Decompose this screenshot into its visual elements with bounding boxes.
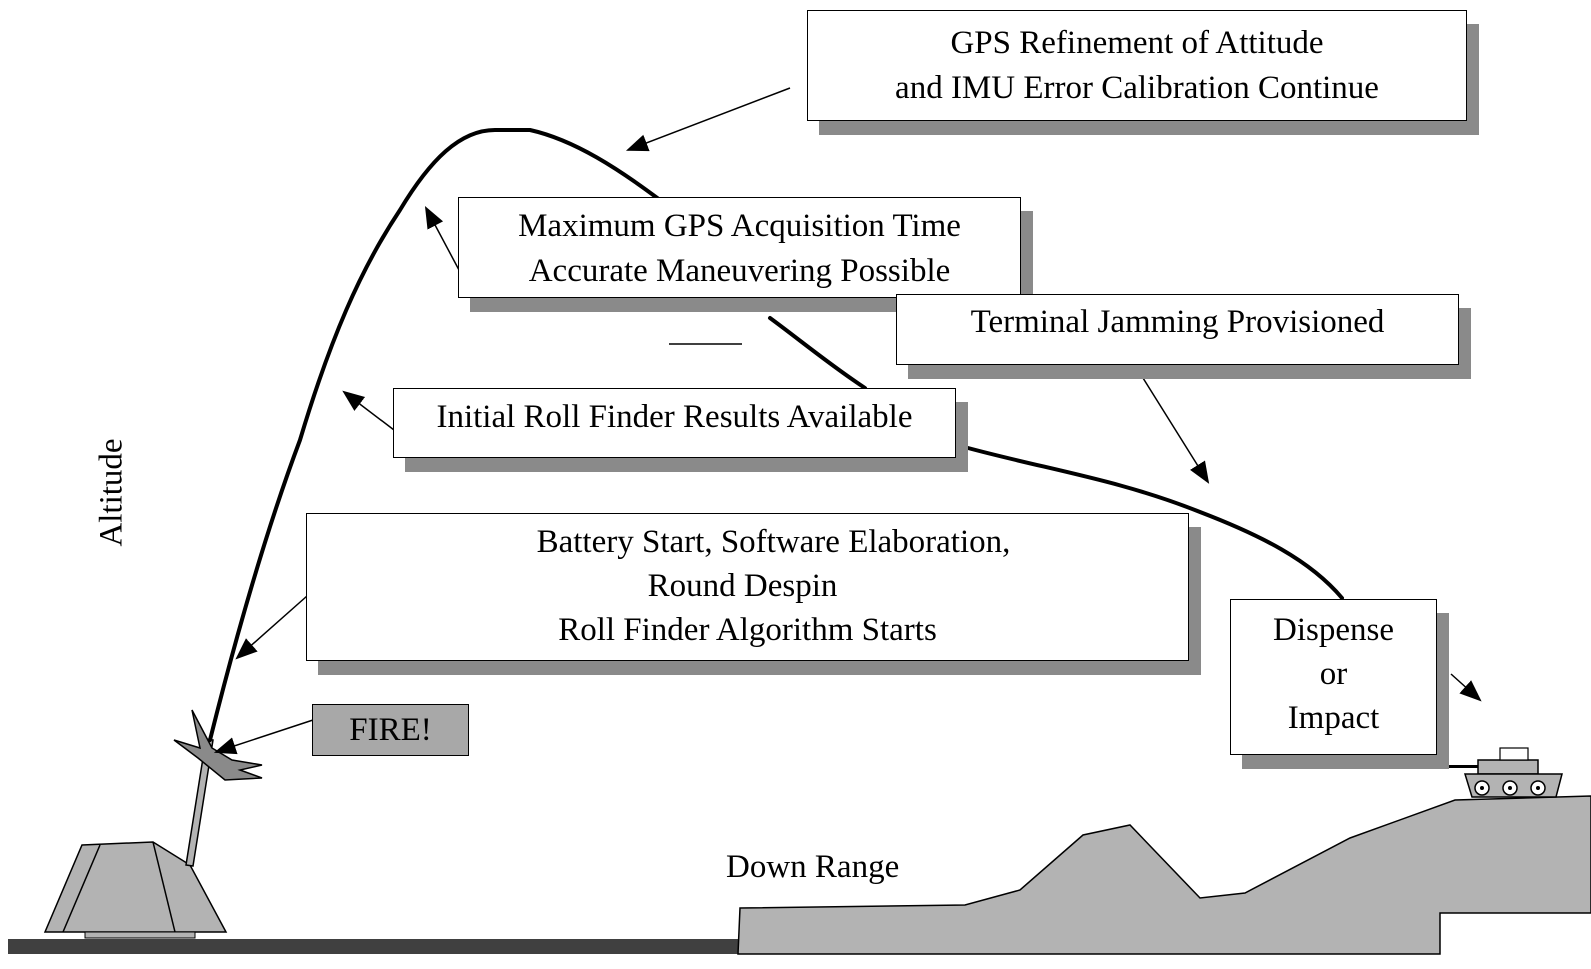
battery-start-line-3: Roll Finder Algorithm Starts [558, 612, 937, 648]
battery-start-line-1: Battery Start, Software Elaboration, [536, 524, 1011, 560]
arrow-battery-start [235, 595, 308, 660]
max-gps-box: Maximum GPS Acquisition Time Accurate Ma… [458, 197, 1021, 298]
dispense-line-1: Dispense [1273, 612, 1394, 648]
gps-refinement-line-2: and IMU Error Calibration Continue [895, 70, 1379, 106]
terminal-jamming-line-1: Terminal Jamming Provisioned [970, 304, 1385, 340]
trajectory-curve [208, 128, 662, 742]
dispense-box: Dispense or Impact [1230, 599, 1437, 755]
battery-start-line-2: Round Despin [647, 568, 838, 604]
trajectory-curve-lower [768, 316, 867, 390]
arrow-terminal-jamming [1132, 361, 1210, 484]
arrow-dispense [1450, 673, 1482, 702]
ground-bar [8, 939, 740, 954]
roll-finder-results-line-1: Initial Roll Finder Results Available [436, 399, 913, 435]
dispense-line-2: or [1319, 656, 1348, 692]
max-gps-line-2: Accurate Maneuvering Possible [528, 253, 951, 289]
target-vehicle [1438, 747, 1563, 798]
trajectory-curve-terminal [966, 446, 1344, 600]
fire-label: FIRE! [349, 712, 432, 748]
arrow-fire [213, 719, 314, 755]
roll-finder-results-box: Initial Roll Finder Results Available [393, 388, 956, 458]
launcher [43, 738, 228, 939]
arrow-gps-refinement [625, 87, 791, 152]
muzzle-flash [173, 709, 263, 781]
arrow-max-gps [424, 206, 460, 271]
max-gps-line-1: Maximum GPS Acquisition Time [518, 208, 961, 244]
battery-start-box: Battery Start, Software Elaboration, Rou… [306, 513, 1189, 661]
x-axis-label: Down Range [726, 849, 900, 885]
arrow-roll-finder [342, 390, 395, 431]
gps-refinement-box: GPS Refinement of Attitude and IMU Error… [807, 10, 1467, 121]
y-axis-label: Altitude [93, 438, 130, 547]
terminal-jamming-box: Terminal Jamming Provisioned [896, 294, 1459, 365]
dispense-line-3: Impact [1287, 700, 1380, 736]
terrain [737, 795, 1591, 955]
fire-label-box: FIRE! [312, 704, 469, 756]
gps-refinement-line-1: GPS Refinement of Attitude [950, 25, 1324, 61]
